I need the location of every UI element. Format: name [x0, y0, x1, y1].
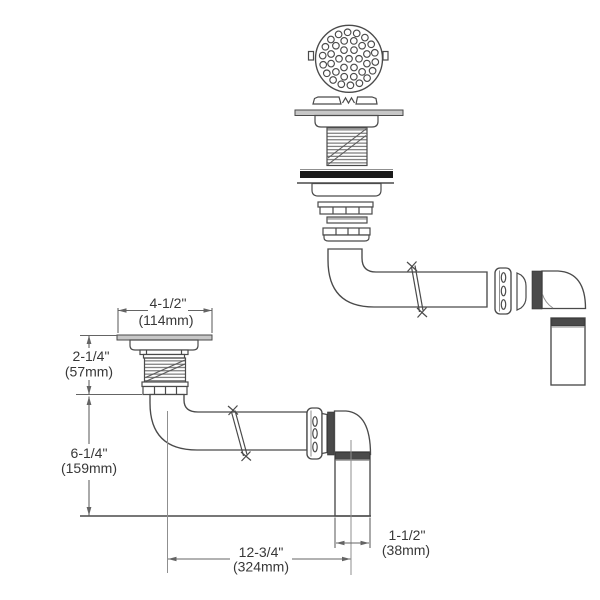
dim-vertical-drop-metric: (159mm): [61, 460, 117, 476]
friction-washer: [326, 216, 368, 224]
slip-nut: [494, 267, 512, 315]
tailpiece-elbow: [327, 248, 488, 308]
dim-vertical-drop-inches: 6-1/4": [71, 445, 108, 461]
assembled-flange: [116, 334, 213, 359]
dim-flange-width-metric: (114mm): [139, 312, 194, 328]
rubber-gasket: [300, 169, 393, 178]
dim-outlet-diameter-inches: 1-1/2": [389, 527, 426, 543]
strainer-flange: [294, 109, 404, 128]
dim-strainer-height-metric: (57mm): [65, 364, 113, 380]
assembled-elbow-pipe: [149, 393, 308, 451]
dim-horizontal-run-inches: 12-3/4": [239, 544, 284, 560]
locknut: [317, 201, 374, 215]
exploded-view: [294, 24, 587, 386]
outlet-elbow: [531, 270, 587, 310]
dim-vertical-drop: 6-1/4" (159mm): [61, 396, 117, 516]
dim-horizontal-run-metric: (324mm): [233, 559, 289, 575]
assembled-threads: [143, 357, 187, 383]
dim-horizontal-run: 12-3/4" (324mm): [168, 544, 351, 575]
dim-strainer-height: 2-1/4" (57mm): [65, 334, 142, 396]
dim-outlet-diameter: 1-1/2" (38mm): [334, 517, 430, 558]
dim-outlet-diameter-metric: (38mm): [382, 542, 430, 558]
strainer-grid-icon: [307, 24, 389, 93]
assembled-locknut: [141, 381, 189, 396]
assembled-view: [80, 334, 372, 575]
pipe-break-icon: [406, 261, 428, 318]
strainer-cap: [312, 96, 378, 105]
outlet-pipe: [550, 317, 586, 386]
assembled-outlet-elbow: [321, 410, 372, 456]
coupling-nut: [322, 227, 371, 242]
assembled-pipe-break-icon: [227, 405, 252, 462]
assembled-outlet-pipe: [334, 451, 371, 517]
dim-flange-width: 4-1/2" (114mm): [117, 295, 213, 333]
assembled-slip-nut: [306, 407, 323, 460]
dim-flange-width-inches: 4-1/2": [150, 295, 187, 311]
strainer-holes: [318, 28, 380, 90]
cone-washer: [516, 272, 527, 311]
threaded-body: [326, 127, 368, 167]
lower-flange: [297, 182, 394, 197]
dim-strainer-height-inches: 2-1/4": [73, 348, 110, 364]
